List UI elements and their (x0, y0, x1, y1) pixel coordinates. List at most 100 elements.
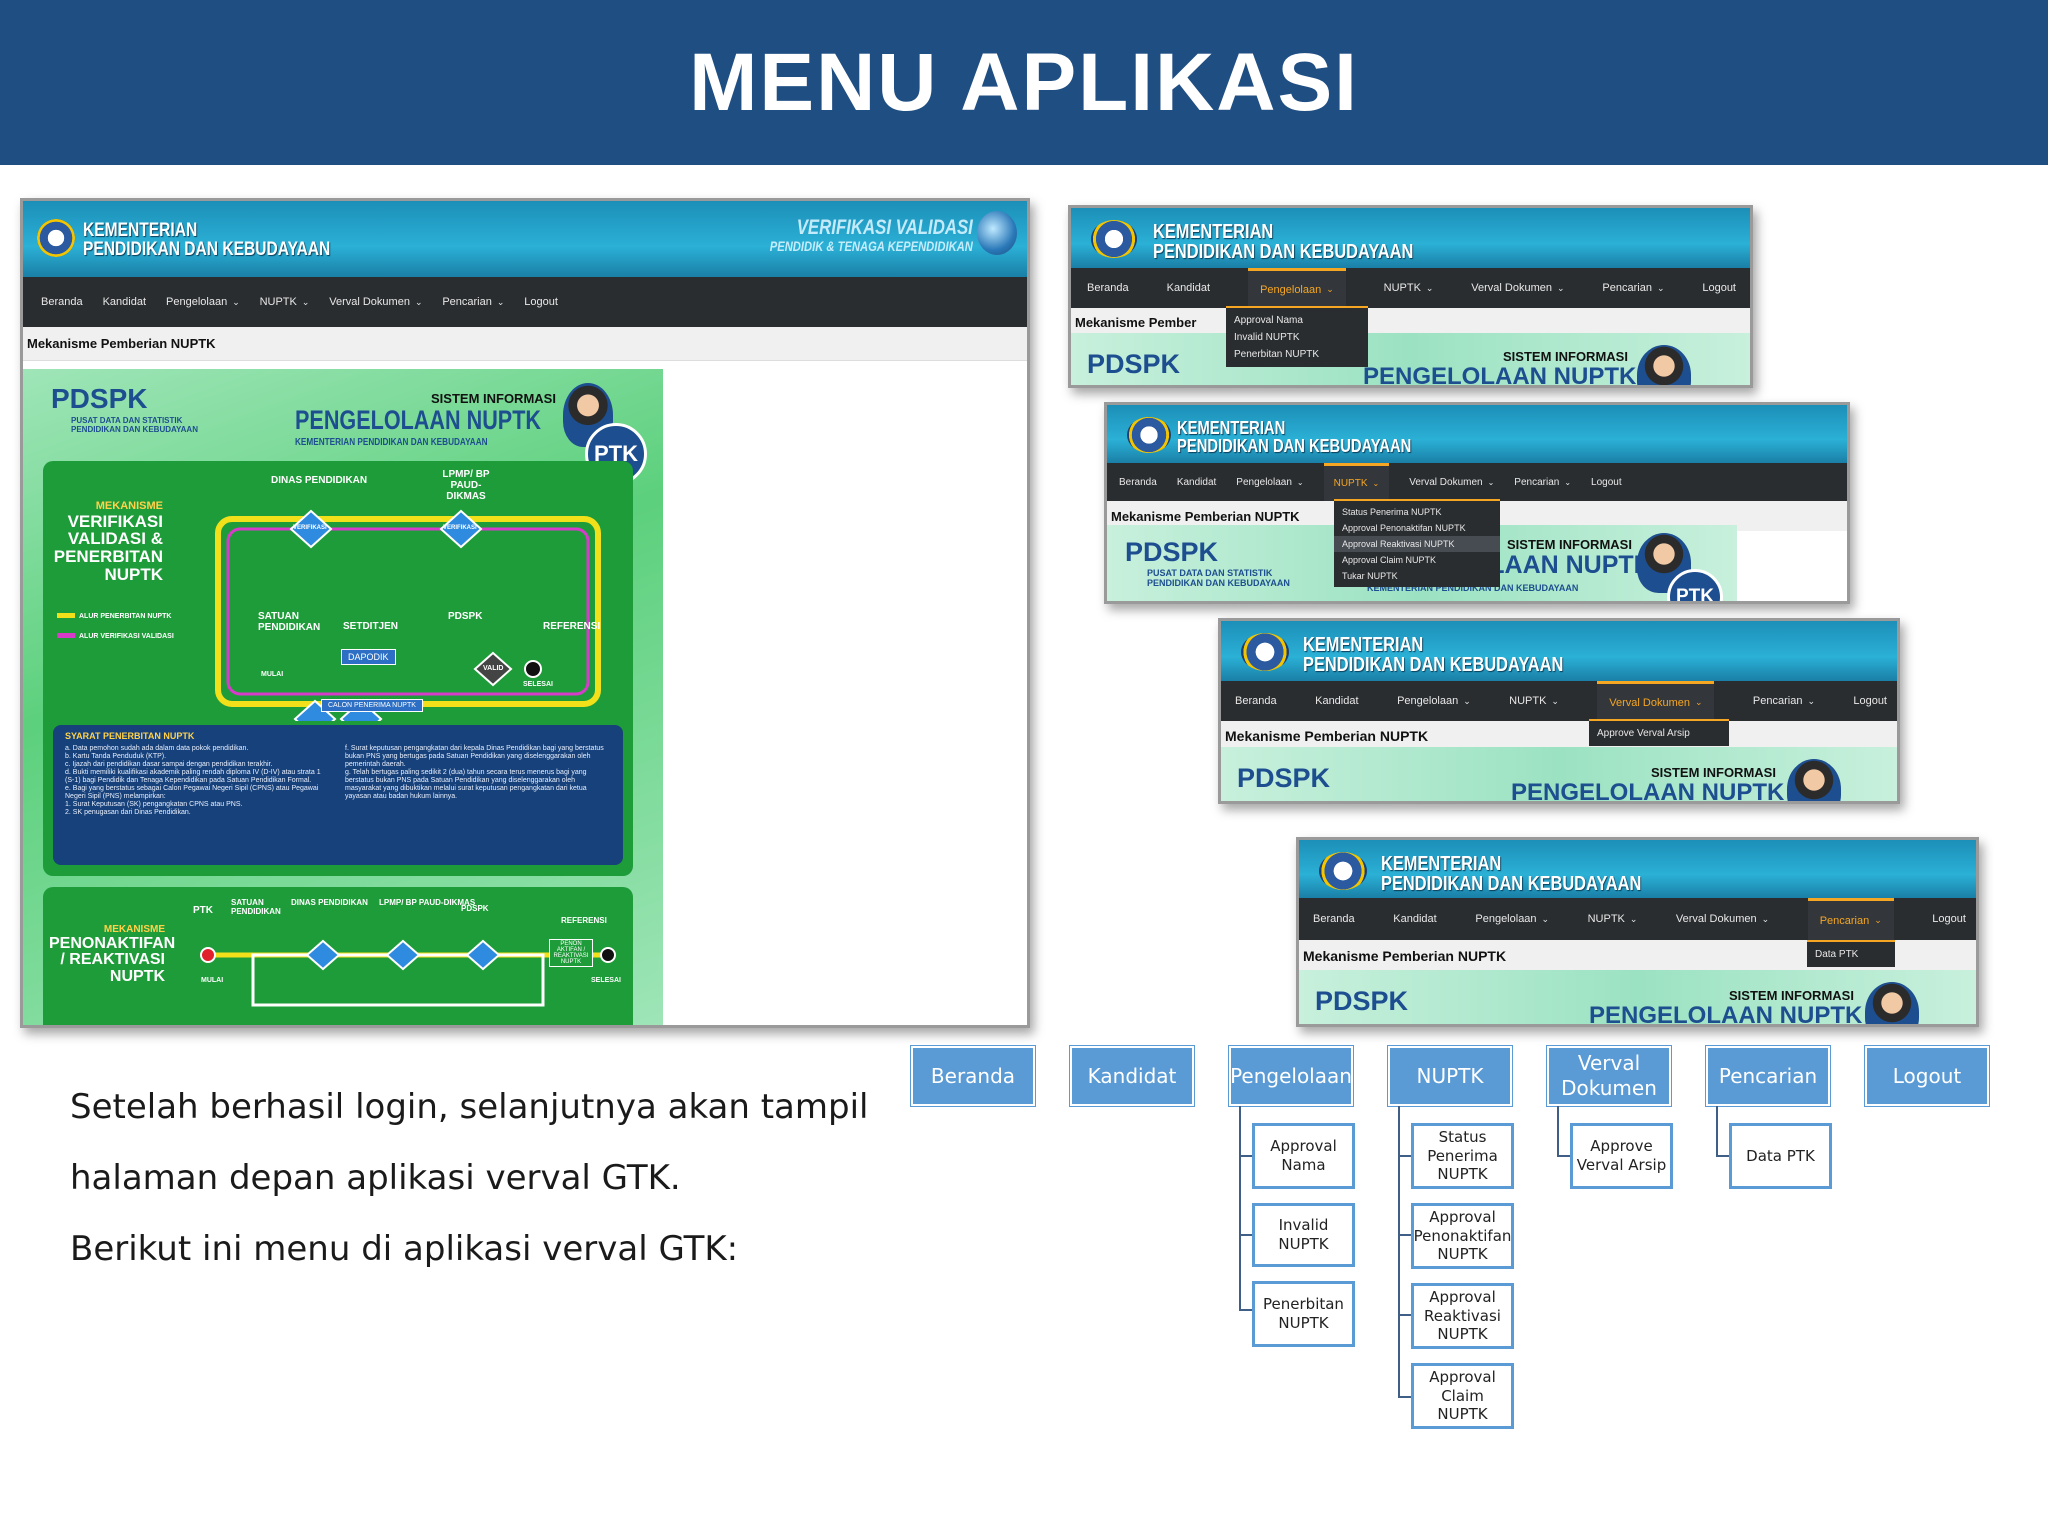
nav-beranda[interactable]: Beranda (41, 296, 83, 308)
menu-verval-dokumen: Verval Dokumen (1547, 1046, 1671, 1106)
pendidik-tenaga-text: PENDIDIK & TENAGA KEPENDIDIKAN (769, 238, 973, 255)
dropdown-item-data-ptk[interactable]: Data PTK (1815, 949, 1859, 960)
menu-beranda: Beranda (911, 1046, 1035, 1106)
satuan-label: SATUAN PENDIDIKAN (258, 611, 321, 633)
nav-logout[interactable]: Logout (1853, 695, 1887, 707)
tree-connector (1239, 1155, 1253, 1157)
nav-pencarian[interactable]: Pencarian⌄ (1753, 681, 1815, 721)
dropdown-item-invalid-nuptk[interactable]: Invalid NUPTK (1234, 332, 1300, 343)
nav-nuptk-label: NUPTK (1587, 913, 1625, 925)
nav-nuptk[interactable]: NUPTK⌄ (1323, 463, 1390, 501)
caption-line-3: Berikut ini menu di aplikasi verval GTK: (70, 1229, 739, 1269)
tree-connector (1557, 1155, 1571, 1157)
menu-approval-claim-nuptk: Approval Claim NUPTK (1411, 1363, 1514, 1429)
nav-nuptk[interactable]: NUPTK⌄ (1384, 268, 1434, 308)
avatar (1637, 345, 1691, 385)
syarat-item: 1. Surat Keputusan (SK) pengangkatan CPN… (65, 801, 243, 809)
nav-kandidat[interactable]: Kandidat (1166, 282, 1211, 294)
nav-pencarian[interactable]: Pencarian⌄ (1514, 463, 1571, 501)
dropdown-item-approve-verval-arsip[interactable]: Approve Verval Arsip (1597, 728, 1690, 739)
menu-kandidat: Kandidat (1070, 1046, 1194, 1106)
pdspk-flow-label: PDSPK (448, 611, 483, 622)
nav-kandidat[interactable]: Kandidat (1176, 476, 1217, 488)
kemdikbud-header: KEMENTERIAN PENDIDIKAN DAN KEBUDAYAAN VE… (23, 201, 1027, 277)
nav-verval-dokumen[interactable]: Verval Dokumen⌄ (1471, 268, 1564, 308)
chevron-down-icon: ⌄ (232, 296, 240, 307)
nav-logout[interactable]: Logout (1702, 282, 1736, 294)
nav-verval-dokumen[interactable]: Verval Dokumen⌄ (1676, 898, 1769, 940)
nav-nuptk[interactable]: NUPTK⌄ (250, 277, 320, 327)
kemdikbud-logo-icon (37, 219, 75, 257)
infographic: PDSPK PUSAT DATA DAN STATISTIK PENDIDIKA… (23, 369, 663, 1025)
pengelolaan-nuptk-title: PENGELOLAAN NUPTK (295, 405, 542, 435)
nav-beranda[interactable]: Beranda (1087, 282, 1129, 294)
nav-beranda[interactable]: Beranda (1119, 476, 1157, 488)
nav-pengelolaan[interactable]: Pengelolaan⌄ (1248, 268, 1346, 308)
page-subtitle: Mekanisme Pember (1075, 314, 1197, 330)
nav-kandidat[interactable]: Kandidat (1393, 913, 1437, 925)
nav-beranda[interactable]: Beranda (1313, 913, 1355, 925)
nav-pencarian-label: Pencarian (1819, 914, 1870, 927)
sistem-informasi-text: SISTEM INFORMASI (431, 391, 556, 406)
nav-nuptk[interactable]: NUPTK ⌄ (1588, 898, 1638, 940)
dropdown-item-approval-penonaktifan[interactable]: Approval Penonaktifan NUPTK (1342, 523, 1466, 533)
dropdown-nuptk: Status Penerima NUPTK Approval Penonakti… (1334, 499, 1500, 587)
caption-line-2: halaman depan aplikasi verval GTK. (70, 1158, 681, 1198)
selesai-label-2: SELESAI (591, 977, 621, 984)
nav-pengelolaan[interactable]: Pengelolaan⌄ (1475, 898, 1549, 940)
chevron-down-icon: ⌄ (1326, 284, 1334, 294)
dropdown-item-penerbitan-nuptk[interactable]: Penerbitan NUPTK (1234, 349, 1320, 360)
nav-pencarian[interactable]: Pencarian⌄ (432, 277, 514, 327)
nav-pengelolaan[interactable]: Pengelolaan⌄ (1397, 681, 1471, 721)
nav-logout[interactable]: Logout (1932, 913, 1966, 925)
kemdikbud-line1: KEMENTERIAN (1303, 634, 1424, 656)
dropdown-item-approval-nama[interactable]: Approval Nama (1234, 315, 1303, 326)
caption: Setelah berhasil login, selanjutnya akan… (70, 1072, 870, 1285)
dropdown-item-status-penerima[interactable]: Status Penerima NUPTK (1342, 507, 1442, 517)
tree-connector (1398, 1314, 1412, 1316)
referensi-label: REFERENSI (543, 621, 601, 632)
screenshot-verval-dokumen: KEMENTERIAN PENDIDIKAN DAN KEBUDAYAAN Be… (1218, 618, 1900, 804)
satuan-label-2: SATUAN PENDIDIKAN (231, 898, 281, 916)
nav-nuptk-label: NUPTK (1383, 282, 1421, 294)
nav-kandidat[interactable]: Kandidat (1315, 695, 1359, 707)
nav-pengelolaan-label: Pengelolaan (1475, 913, 1537, 925)
dropdown-verval-dokumen: Approve Verval Arsip (1589, 719, 1729, 746)
chevron-down-icon: ⌄ (1629, 913, 1638, 924)
nav-pengelolaan[interactable]: Pengelolaan⌄ (1236, 463, 1303, 501)
nav-beranda[interactable]: Beranda (1235, 695, 1277, 707)
syarat-item: e. Bagi yang berstatus sebagai Calon Peg… (65, 785, 319, 801)
dropdown-item-approval-claim[interactable]: Approval Claim NUPTK (1342, 555, 1437, 565)
calon-box: CALON PENERIMA NUPTK (321, 699, 423, 712)
nav-verval-dokumen[interactable]: Verval Dokumen⌄ (1597, 681, 1715, 721)
chevron-down-icon: ⌄ (1761, 913, 1770, 924)
pdspk-logo: PDSPK (1237, 763, 1331, 793)
nav-nuptk[interactable]: NUPTK⌄ (1509, 681, 1559, 721)
nav-verval-dokumen[interactable]: Verval Dokumen⌄ (319, 277, 432, 327)
nav-pengelolaan[interactable]: Pengelolaan ⌄ (156, 277, 250, 327)
mulai-label: MULAI (261, 671, 284, 678)
nav-nuptk-label: NUPTK (1333, 478, 1368, 489)
nav-logout[interactable]: Logout (524, 296, 558, 308)
dropdown-item-tukar-nuptk[interactable]: Tukar NUPTK (1342, 571, 1398, 581)
syarat-title: SYARAT PENERBITAN NUPTK (65, 731, 195, 741)
tree-connector (1239, 1106, 1241, 1309)
pengelolaan-nuptk-title: PENGELOLAAN NUPTK (1589, 1002, 1863, 1024)
nav-pencarian[interactable]: Pencarian⌄ (1602, 268, 1664, 308)
nav-pencarian[interactable]: Pencarian⌄ (1807, 898, 1894, 940)
dinas-label-2: DINAS PENDIDIKAN (291, 898, 368, 907)
nav-logout[interactable]: Logout (1591, 476, 1622, 488)
nav-pengelolaan-label: Pengelolaan (166, 296, 228, 308)
penon-box: PENON AKTIFAN / REAKTIVASI NUPTK (549, 939, 593, 967)
pdspk-logo: PDSPK (51, 383, 148, 414)
menu-nuptk: NUPTK (1388, 1046, 1512, 1106)
nav-verval-dokumen-label: Verval Dokumen (1471, 282, 1553, 294)
nav-kandidat[interactable]: Kandidat (102, 296, 147, 308)
dropdown-item-approval-reaktivasi[interactable]: Approval Reaktivasi NUPTK (1334, 536, 1500, 552)
nav-verval-dokumen[interactable]: Verval Dokumen⌄ (1409, 463, 1494, 501)
verifikasi-title: VERIFIKASI VALIDASI & PENERBITAN NUPTK (53, 511, 163, 585)
pdspk-sub1: PUSAT DATA DAN STATISTIK (71, 416, 183, 425)
syarat-item: b. Kartu Tanda Penduduk (KTP). (65, 753, 167, 761)
flow-panel-verifikasi: MEKANISME VERIFIKASI VALIDASI & PENERBIT… (43, 461, 633, 876)
menu-status-penerima-nuptk: Status Penerima NUPTK (1411, 1123, 1514, 1189)
